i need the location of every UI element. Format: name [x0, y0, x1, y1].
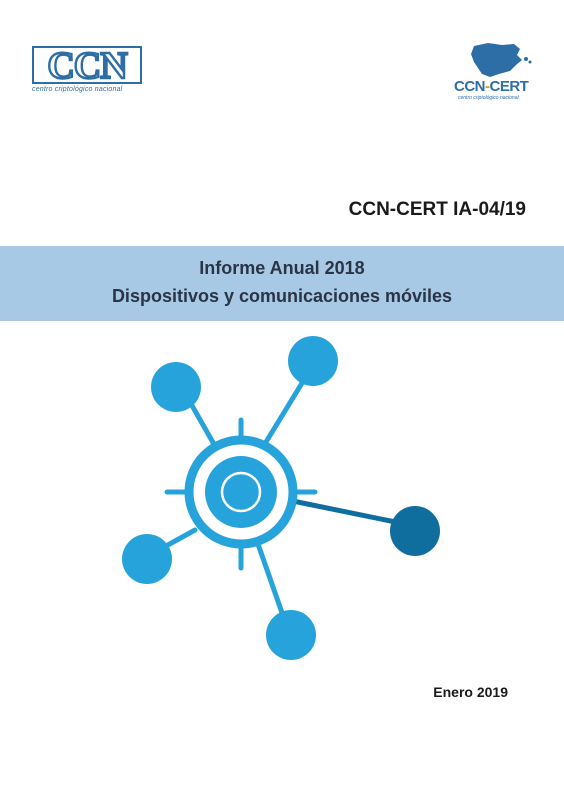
spain-map-icon: [471, 43, 532, 77]
node-top-left: [151, 362, 201, 412]
title-band: Informe Anual 2018 Dispositivos y comuni…: [0, 246, 564, 321]
hub-inner-disc: [205, 456, 277, 528]
node-right: [390, 506, 440, 556]
ccn-logo-subtitle: centro criptológico nacional: [32, 86, 123, 93]
ccn-logo: CCN centro criptológico nacional: [32, 46, 142, 98]
document-code: CCN-CERT IA-04/19: [348, 199, 526, 220]
node-left: [122, 534, 172, 584]
ccn-cert-logo-subtitle: centro criptológico nacional: [458, 95, 519, 101]
ccn-cert-logo-left: CCN: [454, 78, 486, 95]
ccn-cert-logo-right: CERT: [489, 78, 529, 95]
hub-center-ring: [220, 471, 262, 513]
node-bottom: [266, 610, 316, 660]
network-hub-icon: [122, 336, 440, 660]
ccn-cert-logo: CCN-CERT centro criptológico nacional: [444, 40, 536, 106]
title-line-1: Informe Anual 2018: [199, 258, 365, 278]
ccn-logo-mark: CCN: [32, 46, 142, 84]
network-hub-illustration: [110, 330, 450, 670]
title-line-2: Dispositivos y comunicaciones móviles: [111, 286, 453, 306]
document-date: Enero 2019: [433, 684, 508, 700]
ccn-cert-logo-text: CCN-CERT: [454, 78, 529, 95]
node-top-right: [288, 336, 338, 386]
ccn-cert-logo-dash: -: [485, 78, 490, 95]
ccn-logo-text: CCN: [47, 46, 127, 84]
